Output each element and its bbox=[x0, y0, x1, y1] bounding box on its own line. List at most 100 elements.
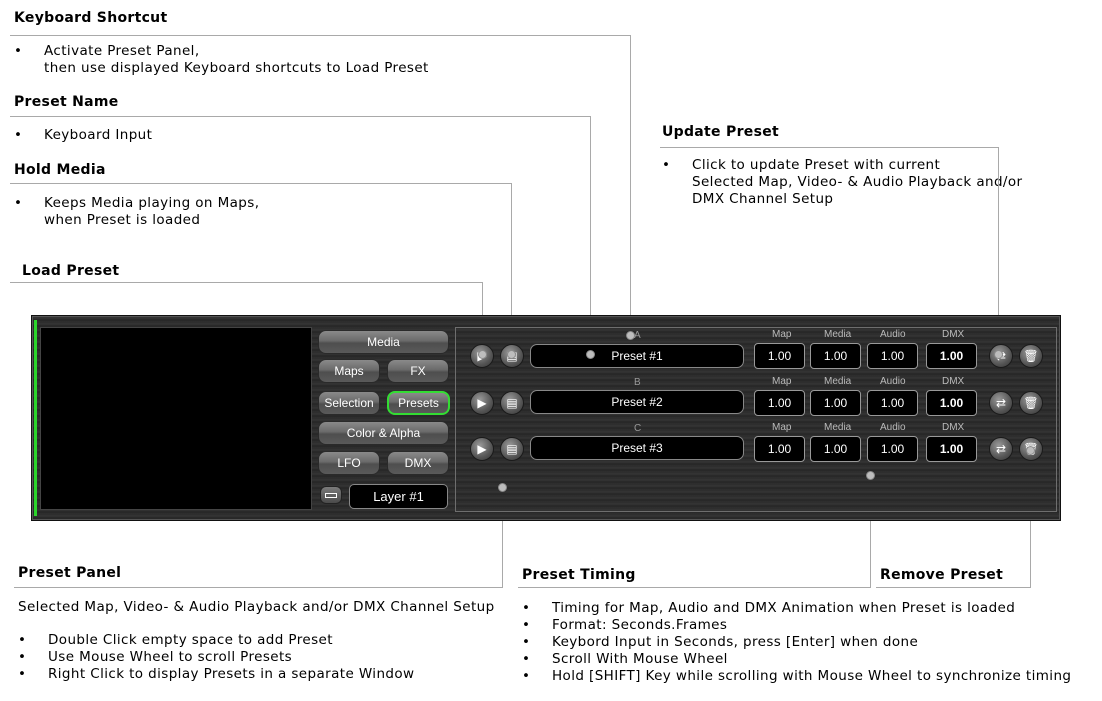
keyboard-shortcut-list: • Activate Preset Panel, then use displa… bbox=[14, 43, 429, 77]
preset-panel-title: Preset Panel bbox=[18, 565, 122, 581]
media-timing-field[interactable]: 1.00 bbox=[810, 390, 861, 416]
preset-name-field[interactable]: Preset #2 bbox=[530, 390, 744, 414]
audio-timing-field[interactable]: 1.00 bbox=[867, 390, 918, 416]
hold-media-button[interactable]: ▤ bbox=[500, 437, 524, 461]
preset-timing-title: Preset Timing bbox=[522, 567, 636, 583]
dmx-timing-field[interactable]: 1.00 bbox=[926, 436, 977, 462]
callout-dot bbox=[866, 471, 875, 480]
nav-fx-button[interactable]: FX bbox=[387, 359, 449, 383]
connector-line bbox=[10, 183, 512, 184]
list-item: • Click to update Preset with current Se… bbox=[662, 157, 1023, 207]
callout-dot bbox=[1026, 446, 1035, 455]
play-icon: ▶ bbox=[477, 442, 487, 456]
dmx-timing-field[interactable]: 1.00 bbox=[926, 343, 977, 369]
column-label-audio: Audio bbox=[880, 422, 906, 433]
column-label-dmx: DMX bbox=[942, 376, 965, 387]
connector-line bbox=[511, 183, 512, 353]
trash-icon: 🗑 bbox=[1023, 349, 1039, 363]
map-timing-field[interactable]: 1.00 bbox=[754, 390, 805, 416]
list-item: •Double Click empty space to add Preset bbox=[18, 632, 333, 648]
preset-name-field[interactable]: Preset #1 bbox=[530, 344, 744, 368]
trash-icon: 🗑 bbox=[1023, 396, 1039, 410]
remove-preset-title: Remove Preset bbox=[880, 567, 1004, 583]
preset-list[interactable] bbox=[455, 327, 1057, 512]
update-icon: ⇄ bbox=[995, 442, 1007, 456]
list-item: •Scroll With Mouse Wheel bbox=[522, 651, 728, 667]
film-icon: ▤ bbox=[506, 442, 518, 456]
update-preset-button[interactable]: ⇄ bbox=[989, 391, 1013, 415]
connector-line bbox=[10, 35, 631, 36]
preset-key-label: C bbox=[634, 423, 642, 434]
play-icon: ▶ bbox=[477, 396, 487, 410]
preset-timing-list: •Timing for Map, Audio and DMX Animation… bbox=[522, 600, 1071, 685]
remove-preset-button[interactable]: 🗑 bbox=[1019, 344, 1043, 368]
column-label-media: Media bbox=[824, 329, 852, 340]
column-label-map: Map bbox=[772, 376, 792, 387]
media-timing-field[interactable]: 1.00 bbox=[810, 436, 861, 462]
map-timing-field[interactable]: 1.00 bbox=[754, 343, 805, 369]
column-label-media: Media bbox=[824, 422, 852, 433]
callout-dot bbox=[586, 350, 595, 359]
hold-media-title: Hold Media bbox=[14, 162, 106, 178]
update-preset-button[interactable]: ⇄ bbox=[989, 437, 1013, 461]
update-icon: ⇄ bbox=[995, 396, 1007, 410]
audio-timing-field[interactable]: 1.00 bbox=[867, 343, 918, 369]
hold-media-button[interactable]: ▤ bbox=[500, 391, 524, 415]
update-preset-title: Update Preset bbox=[662, 124, 780, 140]
connector-line bbox=[10, 282, 483, 283]
preset-name-title: Preset Name bbox=[14, 94, 119, 110]
dmx-timing-field[interactable]: 1.00 bbox=[926, 390, 977, 416]
nav-color-alpha-button[interactable]: Color & Alpha bbox=[318, 421, 449, 445]
load-preset-title: Load Preset bbox=[22, 263, 120, 279]
list-item: •Timing for Map, Audio and DMX Animation… bbox=[522, 600, 1016, 616]
preset-key-label: B bbox=[634, 377, 641, 388]
callout-dot bbox=[626, 331, 635, 340]
layer-icon[interactable] bbox=[320, 486, 342, 504]
connector-line bbox=[870, 476, 871, 588]
connector-line bbox=[518, 587, 871, 588]
nav-maps-button[interactable]: Maps bbox=[318, 359, 380, 383]
connector-line bbox=[10, 116, 591, 117]
hold-media-list: • Keeps Media playing on Maps, when Pres… bbox=[14, 195, 259, 229]
remove-preset-button[interactable]: 🗑 bbox=[1019, 391, 1043, 415]
preview-area bbox=[41, 328, 311, 509]
column-label-dmx: DMX bbox=[942, 422, 965, 433]
column-label-audio: Audio bbox=[880, 329, 906, 340]
column-label-dmx: DMX bbox=[942, 329, 965, 340]
list-item: •Hold [SHIFT] Key while scrolling with M… bbox=[522, 668, 1072, 684]
column-label-media: Media bbox=[824, 376, 852, 387]
nav-media-button[interactable]: Media bbox=[318, 330, 449, 354]
nav-lfo-button[interactable]: LFO bbox=[318, 451, 380, 475]
list-item: •Keybord Input in Seconds, press [Enter]… bbox=[522, 634, 919, 650]
list-item: • Keeps Media playing on Maps, when Pres… bbox=[14, 195, 260, 228]
nav-presets-button[interactable]: Presets bbox=[387, 391, 450, 415]
callout-dot bbox=[498, 483, 507, 492]
preset-panel-window: Media Maps FX Selection Presets Color & … bbox=[32, 316, 1060, 520]
update-preset-list: • Click to update Preset with current Se… bbox=[662, 157, 1023, 208]
preset-panel-list: •Double Click empty space to add Preset … bbox=[18, 632, 414, 683]
column-label-audio: Audio bbox=[880, 376, 906, 387]
connector-line bbox=[590, 116, 591, 352]
connector-line bbox=[14, 587, 503, 588]
film-icon: ▤ bbox=[506, 396, 518, 410]
list-item: •Right Click to display Presets in a sep… bbox=[18, 666, 415, 682]
map-timing-field[interactable]: 1.00 bbox=[754, 436, 805, 462]
list-item: • Keyboard Input bbox=[14, 127, 153, 143]
connector-line bbox=[660, 147, 999, 148]
connector-line bbox=[630, 35, 631, 335]
column-label-map: Map bbox=[772, 422, 792, 433]
list-item: •Format: Seconds.Frames bbox=[522, 617, 728, 633]
audio-timing-field[interactable]: 1.00 bbox=[867, 436, 918, 462]
load-preset-button[interactable]: ▶ bbox=[470, 437, 494, 461]
connector-line bbox=[998, 147, 999, 353]
active-indicator bbox=[34, 320, 37, 516]
preset-name-field[interactable]: Preset #3 bbox=[530, 436, 744, 460]
nav-dmx-button[interactable]: DMX bbox=[387, 451, 449, 475]
connector-line bbox=[502, 488, 503, 588]
load-preset-button[interactable]: ▶ bbox=[470, 391, 494, 415]
media-timing-field[interactable]: 1.00 bbox=[810, 343, 861, 369]
connector-line bbox=[876, 587, 1031, 588]
layer-selector[interactable]: Layer #1 bbox=[349, 484, 448, 509]
callout-dot bbox=[507, 350, 516, 359]
nav-selection-button[interactable]: Selection bbox=[318, 391, 380, 415]
